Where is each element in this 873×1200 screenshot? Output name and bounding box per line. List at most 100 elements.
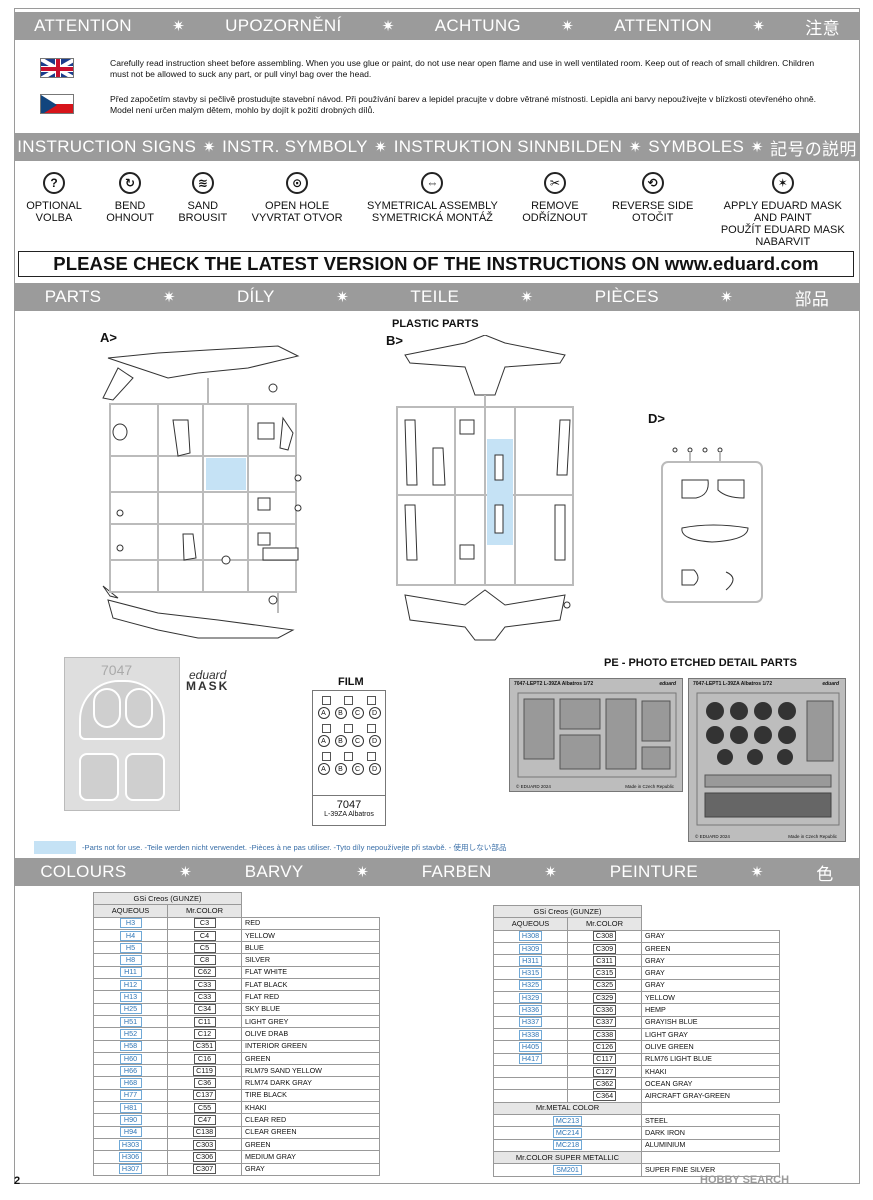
- colour-cell: [493, 1077, 568, 1091]
- star-icon: ✷: [544, 864, 558, 881]
- mask-code: 7047: [101, 662, 133, 678]
- colour-cell: H311: [493, 954, 568, 968]
- colour-cell: C309: [567, 941, 642, 956]
- sign-label: BEND: [114, 200, 146, 212]
- colour-cell: C364: [567, 1089, 642, 1103]
- page-frame: [14, 8, 860, 1184]
- star-icon: ✷: [172, 18, 185, 35]
- colour-cell: SM201: [493, 1163, 642, 1177]
- colour-code: H8: [119, 955, 142, 966]
- not-for-use-swatch: [34, 841, 76, 854]
- colour-code: H68: [119, 1078, 142, 1089]
- colour-cell: C47: [167, 1113, 242, 1127]
- colour-cell: H25: [93, 1002, 168, 1016]
- sprue-b-label: B>: [386, 333, 403, 348]
- star-icon: ✷: [561, 18, 575, 35]
- colour-cell: OLIVE GREEN: [641, 1040, 780, 1054]
- colour-cell: C3: [167, 916, 242, 930]
- colour-code: H417: [518, 1054, 543, 1065]
- colour-cell: C117: [567, 1052, 642, 1066]
- sign-sand: ≋ SAND BROUSIT: [178, 172, 227, 248]
- attention-en: ATTENTION: [34, 16, 132, 35]
- sign-label: REVERSE SIDE: [612, 200, 694, 212]
- colour-cell: C33: [167, 990, 242, 1004]
- colour-cell: CLEAR GREEN: [241, 1125, 380, 1139]
- pe1-copyright: © EDUARD 2024: [516, 784, 551, 789]
- colour-code: H306: [118, 1151, 143, 1162]
- colour-code: H94: [119, 1127, 142, 1138]
- sign-bend: ↻ BEND OHNOUT: [106, 172, 154, 248]
- colour-code: C11: [193, 1016, 216, 1027]
- colour-code: C55: [193, 1102, 216, 1113]
- colour-cell: [493, 1089, 568, 1103]
- pe-fret-1: 7047-LEPT2 L-39ZA Albatros 1/72 eduard ©…: [509, 678, 683, 792]
- pe2-title: 7047-LEPT1 L-39ZA Albatros 1/72: [693, 681, 773, 687]
- colour-code: MC213: [552, 1115, 583, 1126]
- star-icon: ✷: [162, 289, 176, 306]
- colour-cell: C62: [167, 965, 242, 980]
- colour-cell: C307: [167, 1162, 242, 1176]
- knife-icon: ✂: [543, 172, 566, 194]
- colour-cell: C362: [567, 1077, 642, 1091]
- film-letter: B: [334, 763, 347, 775]
- colour-cell: H307: [93, 1162, 168, 1176]
- pe2-brand: eduard: [822, 681, 839, 687]
- table-subheader-row: Mr.METAL COLOR: [493, 1101, 780, 1116]
- sign-label: SYMETRICKÁ MONTÁŽ: [371, 212, 493, 224]
- reverse-icon: ⟲: [641, 172, 664, 194]
- pe-label: PE - PHOTO ETCHED DETAIL PARTS: [604, 657, 797, 669]
- colour-cell: BLUE: [241, 941, 380, 955]
- colour-cell: MC218: [493, 1138, 642, 1152]
- plastic-parts-label: PLASTIC PARTS: [392, 318, 479, 330]
- film-letter: D: [368, 735, 381, 747]
- colour-cell: C311: [567, 954, 642, 968]
- film-letter: D: [368, 707, 381, 719]
- film-label: FILM: [338, 676, 364, 688]
- mask-logo: eduard MASK: [186, 669, 229, 692]
- aqueous-header: AQUEOUS: [493, 917, 568, 931]
- aqueous-header: AQUEOUS: [93, 904, 168, 918]
- parts-en: PARTS: [44, 287, 102, 306]
- sign-label: OHNOUT: [106, 212, 154, 224]
- sand-icon: ≋: [191, 172, 214, 194]
- colour-cell: C303: [167, 1137, 242, 1152]
- colour-cell: [493, 1064, 568, 1079]
- colour-cell: FLAT WHITE: [241, 965, 380, 980]
- colour-cell: CLEAR RED: [241, 1113, 380, 1127]
- film-code-box: 7047 L-39ZA Albatros: [313, 795, 385, 825]
- mask-star-icon: ✶: [771, 172, 794, 194]
- colour-code: C337: [592, 1017, 617, 1028]
- colour-code: H405: [518, 1041, 543, 1052]
- colour-cell: FLAT RED: [241, 990, 380, 1004]
- warning-cz-text: Před započetím stavby si pečlivě prostud…: [110, 94, 817, 115]
- colour-cell: H51: [93, 1014, 168, 1029]
- colour-cell: C306: [167, 1150, 242, 1164]
- colour-cell: H308: [493, 929, 568, 943]
- sign-label: SAND: [187, 200, 219, 212]
- pe1-parts-svg: [517, 692, 677, 778]
- sign-label: APPLY EDUARD MASK AND PAINT: [723, 200, 842, 224]
- colour-code: C36: [193, 1078, 216, 1089]
- pe2-parts-svg: [696, 692, 840, 826]
- colour-cell: OLIVE DRAB: [241, 1027, 380, 1041]
- sign-label: OTOČIT: [632, 212, 674, 224]
- colour-code: H13: [119, 992, 142, 1003]
- not-for-use-legend: -Parts not for use. -Teile werden nicht …: [34, 841, 507, 854]
- instruction-signs: ? OPTIONAL VOLBA ↻ BEND OHNOUT ≋ SAND BR…: [14, 172, 860, 248]
- colour-code: C325: [592, 980, 617, 991]
- colour-code: H25: [119, 1004, 142, 1015]
- sign-open-hole: ⊙ OPEN HOLE VYVRTAT OTVOR: [252, 172, 343, 248]
- colour-cell: H417: [493, 1052, 568, 1066]
